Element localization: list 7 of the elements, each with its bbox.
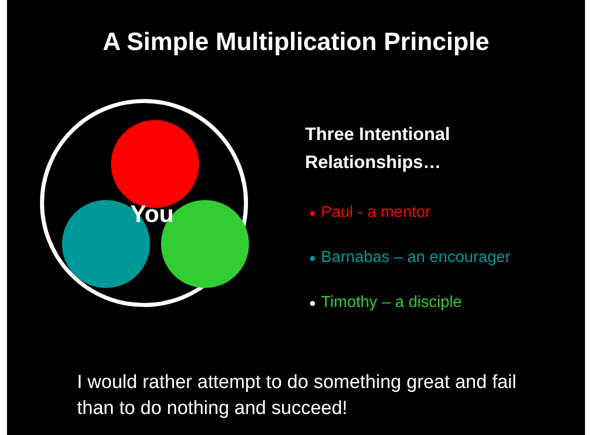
slide-title: A Simple Multiplication Principle <box>102 28 490 57</box>
list-item: Paul - a mentor <box>321 204 430 222</box>
list-item: Timothy – a disciple <box>321 294 462 312</box>
quote-text: I would rather attempt to do something great and fail than to do nothing and succeed! <box>77 371 518 421</box>
outer-circle <box>40 99 248 307</box>
list-item: Barnabas – an encourager <box>321 249 510 267</box>
heading: Three Intentional Relationships… <box>305 123 452 174</box>
